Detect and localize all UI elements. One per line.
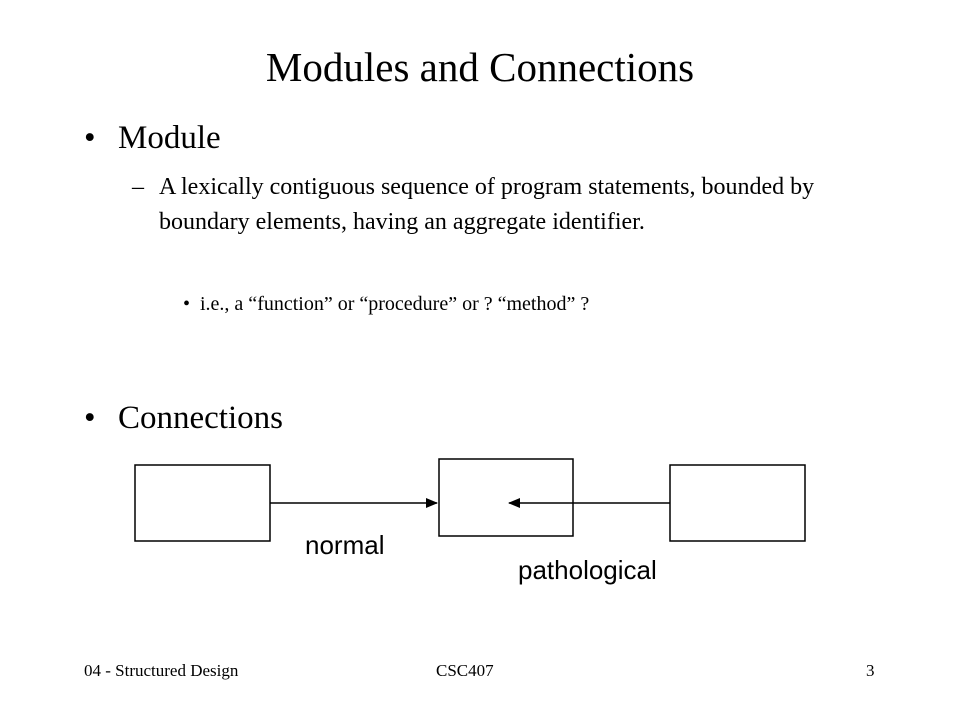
bullet-marker: • [84, 120, 96, 156]
bullet-text: Module [118, 120, 221, 156]
bullet-marker: • [183, 293, 191, 315]
module-box-center [438, 458, 574, 537]
footer-page-number: 3 [866, 661, 875, 680]
dash-marker: – [132, 174, 144, 200]
module-box-right [669, 464, 806, 542]
footer-course-code: CSC407 [436, 661, 494, 680]
slide-title: Modules and Connections [265, 44, 695, 90]
bullet-text: Connections [118, 400, 283, 436]
pathological-label: pathological [518, 555, 657, 585]
definition-text: A lexically contiguous sequence of progr… [159, 174, 815, 235]
normal-label: normal [305, 530, 385, 560]
example-text: i.e., a “function” or “procedure” or ? “… [200, 293, 590, 315]
footer-course-section: 04 - Structured Design [84, 661, 239, 680]
bullet-marker: • [84, 400, 96, 436]
module-box-left [134, 464, 271, 542]
